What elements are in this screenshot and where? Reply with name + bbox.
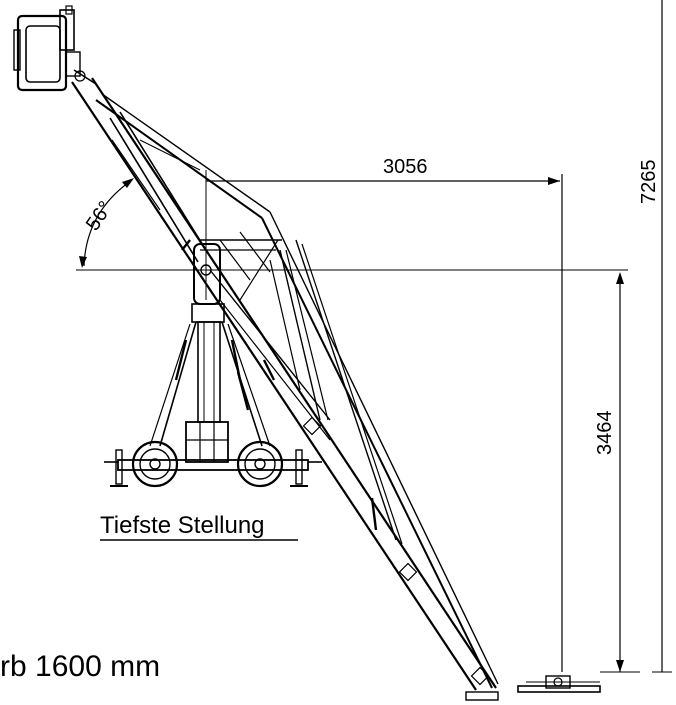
dolly-base — [104, 440, 322, 488]
wheel-right — [236, 440, 284, 488]
total-height-label: 7265 — [638, 160, 660, 205]
dimension-lines — [76, 0, 672, 673]
angle-label: 56° — [82, 197, 117, 234]
camera-head — [13, 5, 97, 92]
boom-arm — [71, 77, 499, 691]
pivot-height-label: 3464 — [594, 411, 616, 456]
horizontal-dimension-label: 3056 — [383, 156, 428, 178]
caption-lowest-position: Tiefste Stellung — [100, 512, 265, 539]
tripod-legs — [149, 321, 271, 447]
pivot-column — [185, 243, 229, 463]
wheel-left — [131, 440, 179, 488]
bottom-text: rb 1600 mm — [0, 650, 160, 683]
boom-foot — [465, 675, 601, 701]
